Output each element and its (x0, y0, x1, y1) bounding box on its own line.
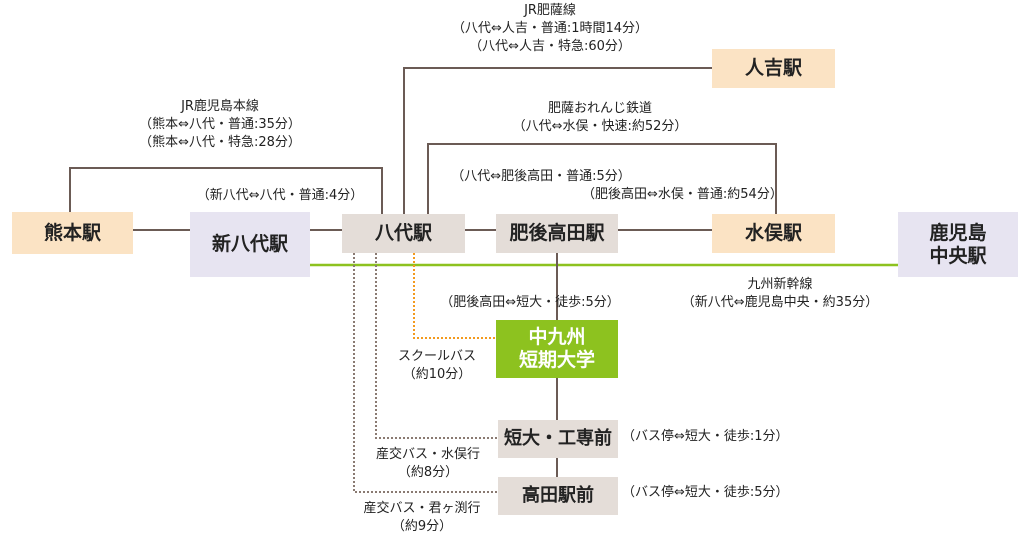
station-higotakata-label: 肥後高田駅 (509, 222, 605, 245)
jr-kagoshima-express: （熊本⇔八代・特急:28分） (139, 135, 301, 150)
sanko-kimigase-name: 産交バス・君ヶ渕行 (363, 501, 481, 516)
station-hitoyoshi-label: 人吉駅 (744, 57, 802, 80)
station-shinyatsushiro-label: 新八代駅 (211, 233, 288, 256)
label-shinkansen: 九州新幹線 （新八代⇔鹿児島中央・約35分） (650, 276, 910, 312)
jr-hisatsu-local: （八代⇔人吉・普通:1時間14分） (451, 21, 649, 36)
college-box: 中九州 短期大学 (496, 320, 618, 378)
station-yatsushiro-label: 八代駅 (374, 222, 432, 245)
walk-tandai-text: （バス停⇔短大・徒歩:1分） (622, 429, 789, 444)
school-bus-line (413, 253, 496, 339)
jr-kagoshima-name: JR鹿児島本線 (181, 99, 259, 114)
label-walk-tandai: （バス停⇔短大・徒歩:1分） (622, 428, 789, 446)
orange-railway-line (427, 143, 777, 214)
shinkansen-name: 九州新幹線 (747, 277, 813, 292)
station-kagoshima-chuo: 鹿児島 中央駅 (898, 212, 1018, 277)
sanko-minamata-line (375, 253, 498, 439)
station-kumamoto-label: 熊本駅 (43, 221, 101, 244)
college-label-1: 中九州 (528, 326, 586, 349)
label-jr-hisatsu: JR肥薩線 （八代⇔人吉・普通:1時間14分） （八代⇔人吉・特急:60分） (420, 2, 680, 56)
walk-higotakata-text: （肥後高田⇔短大・徒歩:5分） (440, 295, 620, 310)
station-yatsushiro: 八代駅 (342, 214, 465, 253)
orange-minamata-text: （肥後高田⇔水俣・普通:約54分） (582, 187, 783, 202)
station-hitoyoshi: 人吉駅 (712, 49, 835, 88)
label-school-bus: スクールバス （約10分） (382, 348, 492, 384)
shin-local-text: （新八代⇔八代・普通:4分） (196, 188, 364, 203)
sanko-minamata-time: （約8分） (397, 465, 459, 480)
jr-hisatsu-line (403, 67, 712, 214)
busstop-tandai-kosenmae: 短大・工専前 (498, 420, 618, 458)
label-walk-higotakata: （肥後高田⇔短大・徒歩:5分） (420, 294, 640, 312)
walk-takata-text: （バス停⇔短大・徒歩:5分） (622, 485, 789, 500)
school-bus-name: スクールバス (397, 349, 476, 364)
station-higotakata: 肥後高田駅 (496, 214, 618, 253)
hisatsu-orange-name: 肥薩おれんじ鉄道 (547, 101, 652, 116)
school-bus-time: （約10分） (402, 367, 472, 382)
station-shinyatsushiro: 新八代駅 (190, 212, 310, 277)
label-sanko-minamata: 産交バス・水俣行 （約8分） (358, 446, 498, 482)
label-hisatsu-orange: 肥薩おれんじ鉄道 （八代⇔水俣・快速:約52分） (470, 100, 730, 136)
label-jr-kagoshima: JR鹿児島本線 （熊本⇔八代・普通:35分） （熊本⇔八代・特急:28分） (100, 98, 340, 152)
label-sanko-kimigase: 産交バス・君ヶ渕行 （約9分） (342, 500, 502, 536)
label-walk-takata: （バス停⇔短大・徒歩:5分） (622, 484, 789, 502)
jr-hisatsu-express: （八代⇔人吉・特急:60分） (469, 39, 631, 54)
label-orange-higotakata: （八代⇔肥後高田・普通:5分） (426, 168, 656, 186)
sanko-kimigase-time: （約9分） (391, 519, 453, 534)
station-kagoshima-label-1: 鹿児島 (929, 221, 987, 244)
busstop-takata-label: 高田駅前 (522, 485, 594, 507)
label-orange-minamata: （肥後高田⇔水俣・普通:約54分） (582, 186, 783, 204)
orange-higotakata-text: （八代⇔肥後高田・普通:5分） (451, 169, 631, 184)
jr-kagoshima-line (69, 167, 383, 214)
busstop-tandai-label: 短大・工専前 (504, 428, 612, 450)
busstop-takata-ekimae: 高田駅前 (498, 477, 618, 515)
station-minamata: 水俣駅 (712, 214, 835, 253)
station-minamata-label: 水俣駅 (744, 222, 802, 245)
college-label-2: 短期大学 (518, 349, 595, 371)
station-kumamoto: 熊本駅 (12, 212, 133, 254)
label-shin-local: （新八代⇔八代・普通:4分） (180, 187, 380, 205)
shinkansen-time: （新八代⇔鹿児島中央・約35分） (681, 295, 879, 310)
hisatsu-orange-rapid: （八代⇔水俣・快速:約52分） (512, 119, 688, 134)
jr-kagoshima-local: （熊本⇔八代・普通:35分） (139, 117, 301, 132)
station-kagoshima-label-2: 中央駅 (929, 244, 987, 267)
jr-hisatsu-name: JR肥薩線 (524, 3, 576, 18)
sanko-minamata-name: 産交バス・水俣行 (375, 447, 480, 462)
